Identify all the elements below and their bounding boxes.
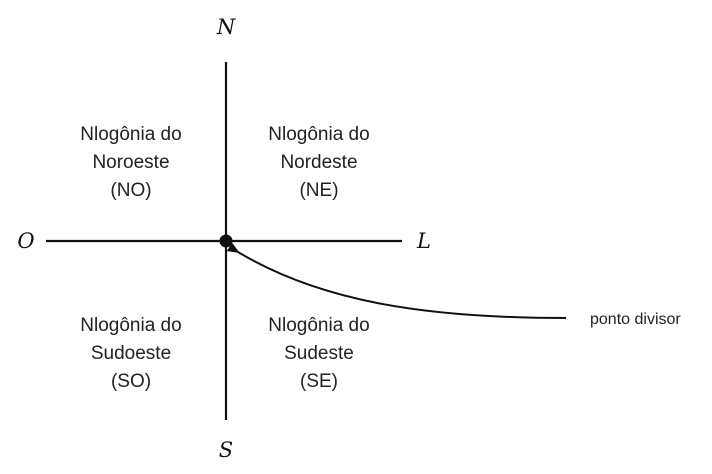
region-southwest: Nlogônia do Sudoeste (SO) (80, 315, 181, 392)
region-sw-line3: (SO) (111, 371, 151, 392)
callout-label: ponto divisor (590, 311, 681, 328)
region-northeast: Nlogônia do Nordeste (NE) (268, 124, 369, 201)
division-point (219, 234, 233, 248)
region-ne-line2: Nordeste (280, 152, 357, 173)
region-sw-line1: Nlogônia do (80, 315, 181, 336)
east-label: L (416, 229, 431, 253)
west-label: O (17, 229, 34, 253)
region-nw-line2: Noroeste (92, 152, 169, 173)
region-se-line3: (SE) (300, 371, 338, 392)
region-nw-line3: (NO) (110, 180, 151, 201)
region-se-line2: Sudeste (284, 343, 354, 364)
region-sw-line2: Sudoeste (91, 343, 171, 364)
region-ne-line3: (NE) (299, 180, 338, 201)
callout-arrow (226, 242, 567, 319)
region-ne-line1: Nlogônia do (268, 124, 369, 145)
region-northwest: Nlogônia do Noroeste (NO) (80, 124, 181, 201)
region-nw-line1: Nlogônia do (80, 124, 181, 145)
region-southeast: Nlogônia do Sudeste (SE) (268, 315, 369, 392)
south-label: S (219, 438, 233, 462)
north-label: N (216, 15, 236, 39)
region-se-line1: Nlogônia do (268, 315, 369, 336)
